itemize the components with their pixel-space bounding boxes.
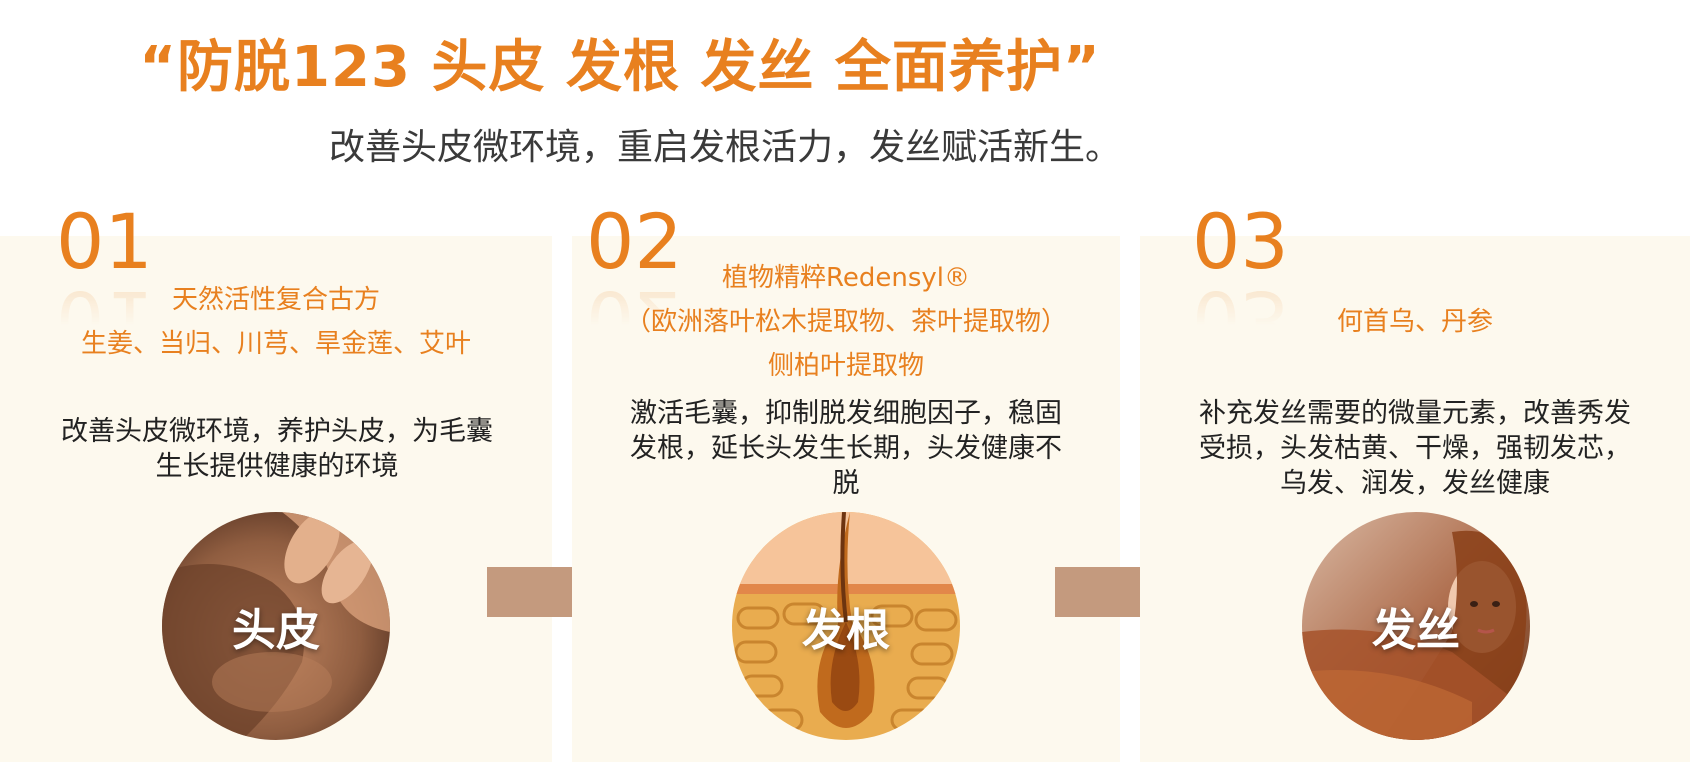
headline: “防脱123 头皮 发根 发丝 全面养护” xyxy=(139,35,1101,100)
step-description-1: 改善头皮微环境，养护头皮，为毛囊生长提供健康的环境 xyxy=(61,416,493,482)
step-description-3: 补充发丝需要的微量元素，改善秀发受损，头发枯黄、干燥，强韧发芯，乌发、润发，发丝… xyxy=(1199,398,1631,499)
step-ingredients-2: 植物精粹Redensyl® （欧洲落叶松木提取物、茶叶提取物） 侧柏叶提取物 xyxy=(572,256,1120,388)
step-number-2: 02 02 xyxy=(586,197,683,364)
ingredient-line: 生姜、当归、川芎、旱金莲、艾叶 xyxy=(80,329,471,359)
circle-label-root: 发根 xyxy=(802,605,890,656)
ingredient-line: 天然活性复合古方 xyxy=(171,285,380,315)
hair-strand-image: 发丝 xyxy=(1302,512,1530,740)
step-description-2: 激活毛囊，抑制脱发细胞因子，稳固发根，延长头发生长期，头发健康不脱 xyxy=(630,398,1062,499)
step-number-1: 01 01 xyxy=(56,197,153,364)
ingredient-line: （欧洲落叶松木提取物、茶叶提取物） xyxy=(624,307,1067,337)
subheadline: 改善头皮微环境，重启发根活力，发丝赋活新生。 xyxy=(328,127,1121,168)
scalp-image: 头皮 xyxy=(162,512,390,740)
circle-label-strand: 发丝 xyxy=(1372,605,1460,656)
hair-root-illustration xyxy=(732,512,960,740)
step-number-3: 03 03 xyxy=(1192,197,1289,364)
ingredient-line: 侧柏叶提取物 xyxy=(767,351,924,381)
circle-label-scalp: 头皮 xyxy=(232,605,320,656)
step-ingredients-3: 何首乌、丹参 xyxy=(1140,300,1690,344)
ingredient-line: 植物精粹Redensyl® xyxy=(721,263,971,293)
hair-strand-illustration xyxy=(1302,512,1530,740)
hair-root-image: 发根 xyxy=(732,512,960,740)
ingredient-line: 何首乌、丹参 xyxy=(1336,307,1493,337)
scalp-illustration xyxy=(162,512,390,740)
step-ingredients-1: 天然活性复合古方 生姜、当归、川芎、旱金莲、艾叶 xyxy=(0,278,552,366)
